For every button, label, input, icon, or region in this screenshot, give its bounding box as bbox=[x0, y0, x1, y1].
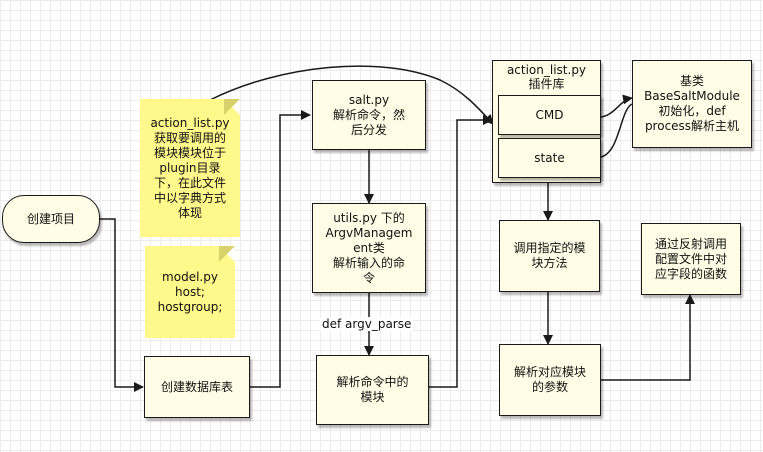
edge-cmd-to-base bbox=[600, 94, 633, 118]
note-fold-corner bbox=[219, 246, 235, 262]
utils-py-node[interactable]: utils.py 下的 ArgvManagem ent类 解析输入的命 令 bbox=[312, 203, 426, 293]
salt-py-node[interactable]: salt.py 解析命令，然 后分发 bbox=[312, 80, 426, 150]
plugin-library-title: action_list.py 插件库 bbox=[506, 63, 587, 91]
base-module-node[interactable]: 基类 BaseSaltModule 初始化，def process解析主机 bbox=[632, 60, 752, 148]
argv-parse-label: def argv_parse bbox=[320, 317, 414, 331]
call-method-node[interactable]: 调用指定的模 块方法 bbox=[499, 220, 600, 292]
create-tables-node[interactable]: 创建数据库表 bbox=[144, 356, 250, 418]
reflect-call-node[interactable]: 通过反射调用 配置文件中对 应字段的函数 bbox=[641, 223, 741, 295]
edge-parse-module-to-plugin-lib bbox=[429, 115, 493, 388]
edge-project-to-tables bbox=[100, 218, 144, 392]
note-fold-corner bbox=[224, 99, 240, 115]
create-project-node[interactable]: 创建项目 bbox=[2, 195, 100, 243]
edge-params-to-reflect bbox=[601, 294, 695, 381]
action-list-note: action_list.py 获取要调用的 模块模块位于 plugin目录 下，… bbox=[140, 99, 240, 237]
edge-state-to-base bbox=[600, 103, 633, 158]
parse-module-node[interactable]: 解析命令中的 模块 bbox=[316, 355, 429, 425]
state-module-node[interactable]: state bbox=[498, 138, 601, 178]
edge-tables-to-salt bbox=[250, 110, 311, 388]
parse-params-node[interactable]: 解析对应模块 的参数 bbox=[499, 344, 601, 416]
edge-note-to-plugin-lib bbox=[209, 65, 494, 125]
cmd-module-node[interactable]: CMD bbox=[498, 95, 601, 135]
